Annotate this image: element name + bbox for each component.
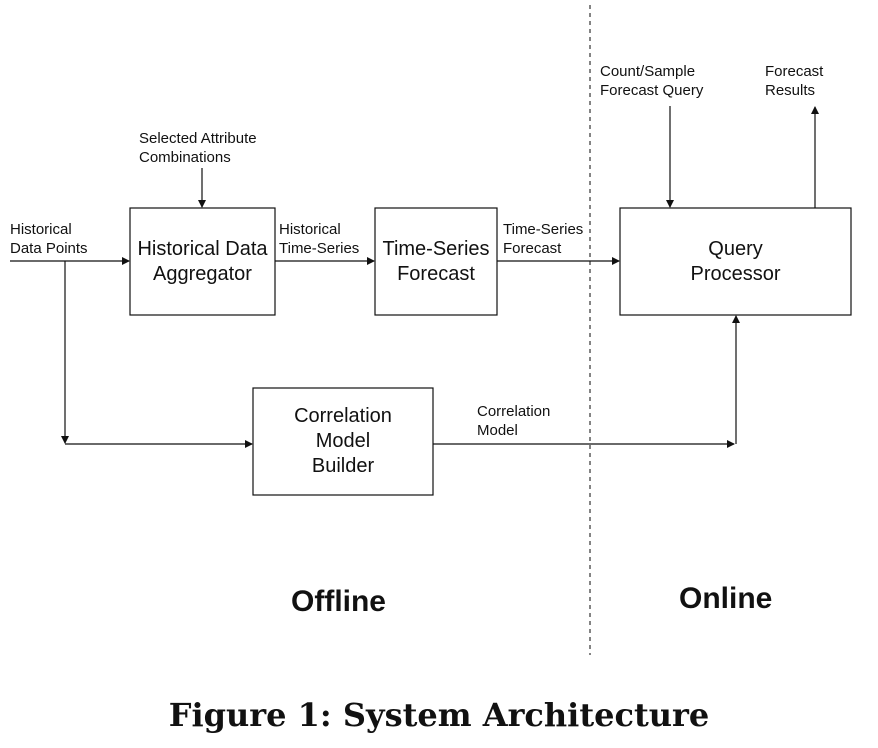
query-processor-label: Query Processor xyxy=(690,237,781,285)
offline-section-title: Offline xyxy=(291,585,386,618)
count-sample-forecast-query-label: Count/Sample Forecast Query xyxy=(600,63,704,99)
historical-data-aggregator-label: Historical Data Aggregator xyxy=(137,237,268,285)
correlation-model-builder-box xyxy=(252,387,434,496)
forecast-results-label: Forecast Results xyxy=(765,63,824,99)
time-series-forecast-edge-label: Time-Series Forecast xyxy=(503,221,584,257)
historical-time-series-edge-label: Historical Time-Series xyxy=(279,221,360,257)
time-series-forecast-label: Time-Series Forecast xyxy=(382,237,490,285)
figure-caption: Figure 1: System Architecture xyxy=(168,696,710,734)
online-section-title: Online xyxy=(679,582,773,615)
correlation-model-edge-label: Correlation Model xyxy=(477,403,551,439)
selected-attribute-combinations-label: Selected Attribute Combinations xyxy=(139,130,257,166)
historical-data-points-label: Historical Data Points xyxy=(10,221,88,257)
correlation-model-builder-label: Correlation Model Builder xyxy=(294,405,392,477)
